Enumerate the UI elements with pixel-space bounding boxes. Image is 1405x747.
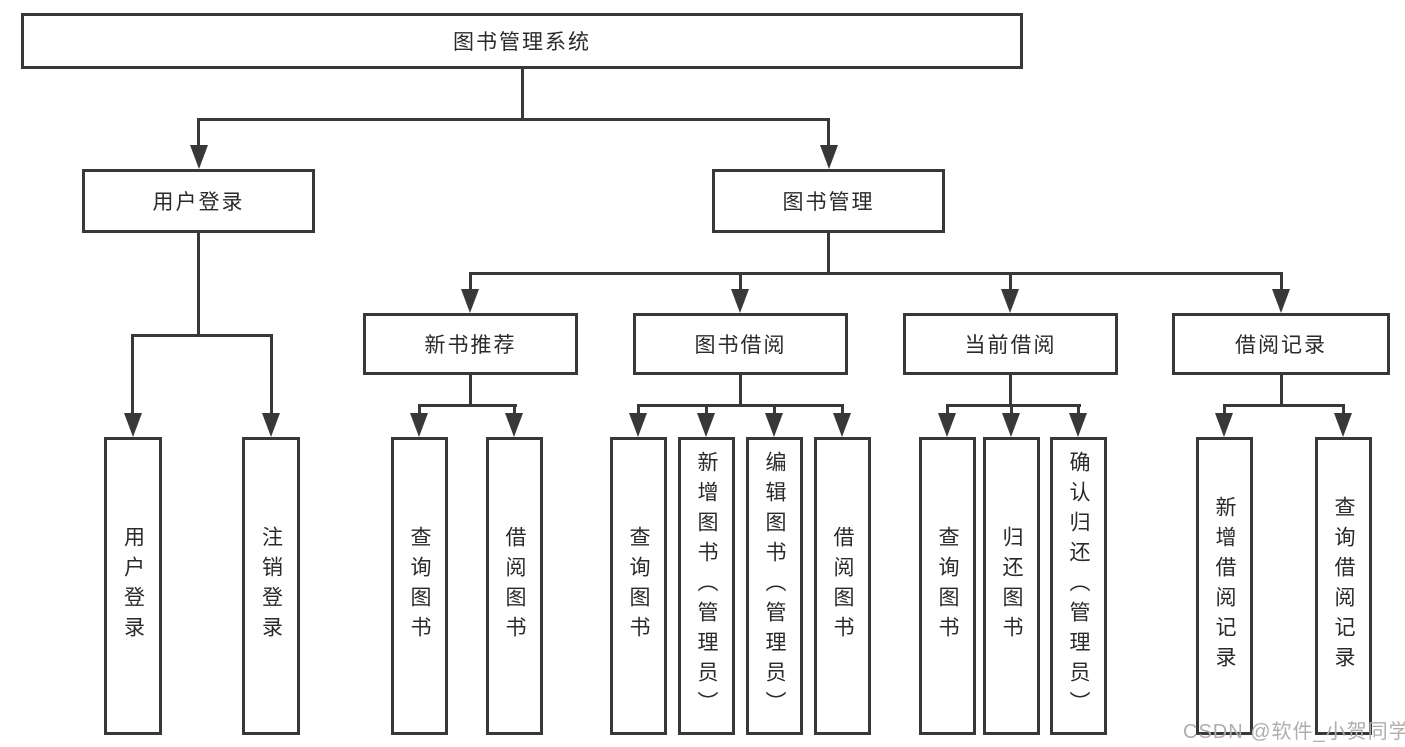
leaf-add-borrow-record: 新增借阅记录 bbox=[1196, 437, 1253, 735]
connector-drop-leaf bbox=[131, 334, 134, 415]
connector-drop-user-login bbox=[197, 118, 200, 148]
node-book-borrowing: 图书借阅 bbox=[633, 313, 848, 375]
connector-records-hline bbox=[1223, 404, 1345, 407]
arrow-down-icon bbox=[731, 289, 749, 313]
arrow-down-icon bbox=[190, 145, 208, 169]
arrow-down-icon bbox=[124, 413, 142, 437]
connector-current-stem bbox=[1009, 375, 1012, 407]
arrow-down-icon bbox=[833, 413, 851, 437]
connector-drop-module bbox=[1280, 272, 1283, 291]
node-root: 图书管理系统 bbox=[21, 13, 1023, 69]
connector-drop-leaf bbox=[841, 404, 844, 415]
leaf-edit-book-admin-label: 编辑图书（管理员） bbox=[763, 451, 786, 721]
arrow-down-icon bbox=[461, 289, 479, 313]
leaf-confirm-return-admin-label: 确认归还（管理员） bbox=[1067, 451, 1090, 721]
node-user-login: 用户登录 bbox=[82, 169, 315, 233]
leaf-query-books-recommend-label: 查询图书 bbox=[408, 526, 431, 646]
node-book-management: 图书管理 bbox=[712, 169, 945, 233]
arrow-down-icon bbox=[1272, 289, 1290, 313]
leaf-logout-label: 注销登录 bbox=[259, 526, 283, 646]
connector-drop-module bbox=[1009, 272, 1012, 291]
node-current-borrowing-label: 当前借阅 bbox=[964, 334, 1057, 357]
leaf-borrow-books-recommend-label: 借阅图书 bbox=[503, 526, 526, 646]
leaf-borrow-books-borrowing-label: 借阅图书 bbox=[831, 526, 854, 646]
leaf-add-borrow-record-label: 新增借阅记录 bbox=[1213, 496, 1236, 676]
arrow-down-icon bbox=[697, 413, 715, 437]
csdn-watermark: CSDN @软件_小贺同学 bbox=[1183, 721, 1405, 743]
leaf-query-borrow-record: 查询借阅记录 bbox=[1315, 437, 1372, 735]
connector-drop-leaf bbox=[705, 404, 708, 415]
connector-drop-leaf bbox=[1342, 404, 1345, 415]
leaf-query-books-current-label: 查询图书 bbox=[936, 526, 959, 646]
arrow-down-icon bbox=[1001, 289, 1019, 313]
node-borrowing-records-label: 借阅记录 bbox=[1235, 334, 1327, 357]
arrow-down-icon bbox=[765, 413, 783, 437]
leaf-query-books-recommend: 查询图书 bbox=[391, 437, 448, 735]
leaf-return-books: 归还图书 bbox=[983, 437, 1040, 735]
arrow-down-icon bbox=[1334, 413, 1352, 437]
connector-recommend-hline bbox=[418, 404, 517, 407]
node-new-book-recommend: 新书推荐 bbox=[363, 313, 578, 375]
arrow-down-icon bbox=[1002, 413, 1020, 437]
leaf-query-books-current: 查询图书 bbox=[919, 437, 976, 735]
connector-borrowing-hline bbox=[637, 404, 844, 407]
connector-drop-leaf bbox=[946, 404, 949, 415]
connector-drop-leaf bbox=[513, 404, 516, 415]
connector-drop-leaf bbox=[1010, 404, 1013, 415]
arrow-down-icon bbox=[505, 413, 523, 437]
connector-drop-leaf bbox=[637, 404, 640, 415]
connector-drop-leaf bbox=[1223, 404, 1226, 415]
connector-drop-leaf bbox=[418, 404, 421, 415]
connector-modules-hline bbox=[469, 272, 1283, 275]
connector-root-stem bbox=[521, 69, 524, 119]
connector-borrowing-stem bbox=[739, 375, 742, 407]
node-new-book-recommend-label: 新书推荐 bbox=[424, 334, 517, 357]
leaf-query-books-borrowing-label: 查询图书 bbox=[627, 526, 650, 646]
arrow-down-icon bbox=[1069, 413, 1087, 437]
connector-user-login-stem bbox=[197, 233, 200, 335]
leaf-user-login-label: 用户登录 bbox=[121, 526, 145, 646]
connector-drop-module bbox=[469, 272, 472, 291]
node-current-borrowing: 当前借阅 bbox=[903, 313, 1118, 375]
arrow-down-icon bbox=[262, 413, 280, 437]
connector-drop-book-management bbox=[827, 118, 830, 148]
arrow-down-icon bbox=[1215, 413, 1233, 437]
leaf-user-login: 用户登录 bbox=[104, 437, 162, 735]
leaf-query-borrow-record-label: 查询借阅记录 bbox=[1332, 496, 1355, 676]
arrow-down-icon bbox=[410, 413, 428, 437]
connector-current-hline bbox=[946, 404, 1081, 407]
connector-drop-leaf bbox=[1077, 404, 1080, 415]
leaf-edit-book-admin: 编辑图书（管理员） bbox=[746, 437, 803, 735]
leaf-query-books-borrowing: 查询图书 bbox=[610, 437, 667, 735]
arrow-down-icon bbox=[938, 413, 956, 437]
node-root-label: 图书管理系统 bbox=[453, 31, 591, 54]
connector-records-stem bbox=[1280, 375, 1283, 407]
connector-drop-leaf bbox=[270, 334, 273, 415]
connector-level1-hline bbox=[197, 118, 830, 121]
node-borrowing-records: 借阅记录 bbox=[1172, 313, 1390, 375]
connector-book-management-stem bbox=[827, 233, 830, 274]
leaf-borrow-books-borrowing: 借阅图书 bbox=[814, 437, 871, 735]
arrow-down-icon bbox=[820, 145, 838, 169]
leaf-return-books-label: 归还图书 bbox=[1000, 526, 1023, 646]
connector-drop-module bbox=[739, 272, 742, 291]
node-user-login-label: 用户登录 bbox=[152, 191, 245, 214]
node-book-management-label: 图书管理 bbox=[782, 191, 875, 214]
connector-user-children-hline bbox=[131, 334, 273, 337]
leaf-borrow-books-recommend: 借阅图书 bbox=[486, 437, 543, 735]
leaf-confirm-return-admin: 确认归还（管理员） bbox=[1050, 437, 1107, 735]
connector-drop-leaf bbox=[773, 404, 776, 415]
leaf-logout: 注销登录 bbox=[242, 437, 300, 735]
leaf-add-book-admin-label: 新增图书（管理员） bbox=[695, 451, 718, 721]
leaf-add-book-admin: 新增图书（管理员） bbox=[678, 437, 735, 735]
node-book-borrowing-label: 图书借阅 bbox=[694, 334, 787, 357]
arrow-down-icon bbox=[629, 413, 647, 437]
connector-recommend-stem bbox=[469, 375, 472, 407]
